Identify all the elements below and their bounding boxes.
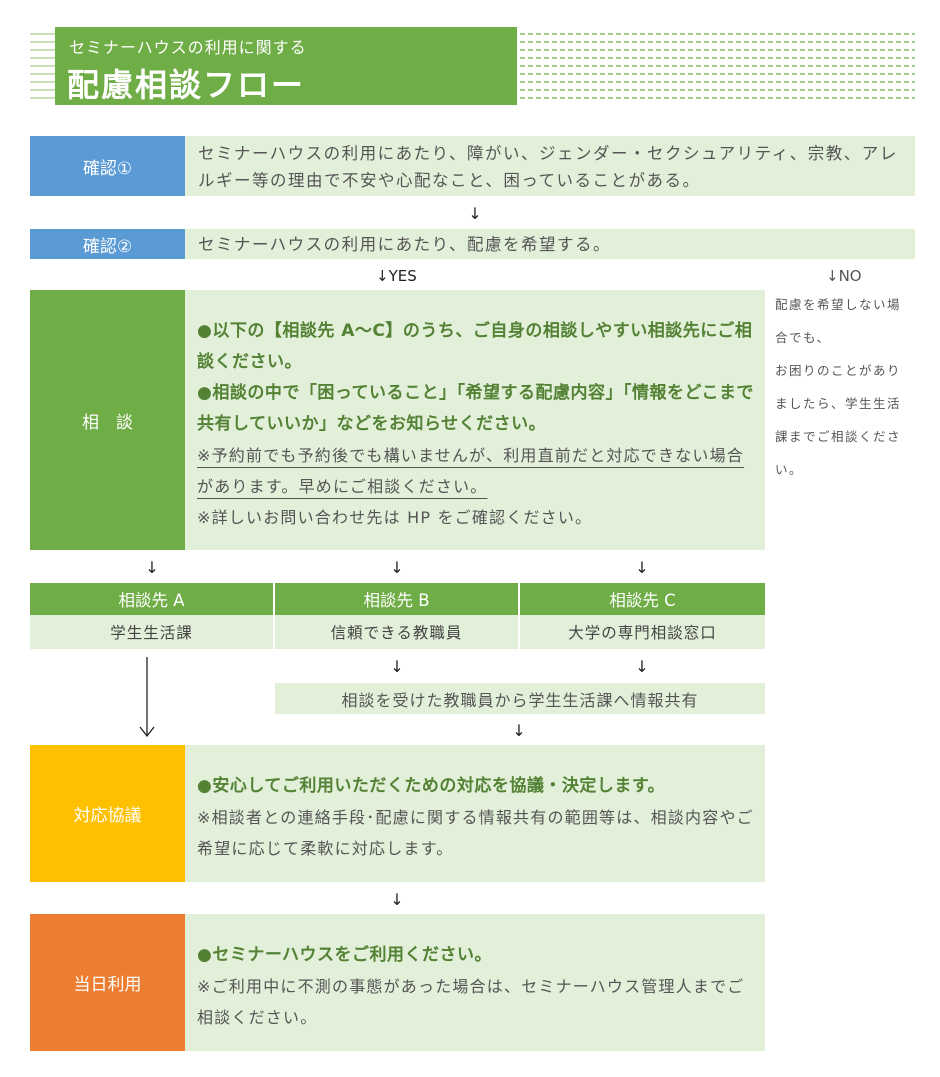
destination-b-place: 信頼できる教職員 (275, 615, 518, 649)
long-arrow-a (139, 657, 155, 737)
arrow-to-c: ↓ (635, 558, 649, 577)
arrow-discussion-dayof: ↓ (390, 890, 404, 909)
destination-a-place: 学生生活課 (30, 615, 273, 649)
arrow-b-share: ↓ (390, 657, 404, 676)
no-note-line: ましたら、学生生活 (775, 396, 902, 411)
no-arrow: ↓NO (826, 267, 862, 285)
no-note-line: 課までご相談くださ (775, 429, 902, 444)
header-banner: セミナーハウスの利用に関する 配慮相談フロー (55, 27, 517, 105)
no-note: 配慮を希望しない場 合でも、 お困りのことがあり ましたら、学生生活 課までご相… (775, 288, 920, 486)
no-note-line: お困りのことがあり (775, 363, 902, 378)
consult-note-1: ※予約前でも予約後でも構いませんが、利用直前だと対応できない場合があります。早め… (197, 446, 745, 496)
header-pattern-right (517, 27, 915, 105)
header-pattern-left (30, 27, 55, 105)
discussion-label: 対応協議 (30, 745, 185, 882)
consult-bullet-1: ●以下の【相談先 A～C】のうち、ご自身の相談しやすい相談先にご相談ください。 (197, 321, 753, 372)
step2-box: セミナーハウスの利用にあたり、配慮を希望する。 (185, 229, 915, 259)
discussion-box: ●安心してご利用いただくための対応を協議・決定します。 ※相談者との連絡手段･配… (185, 745, 765, 882)
destination-c-header: 相談先 C (520, 583, 765, 615)
dayof-note: ※ご利用中に不測の事態があった場合は、セミナーハウス管理人までご相談ください。 (197, 977, 745, 1027)
arrow-share-discussion: ↓ (512, 721, 526, 740)
dayof-box: ●セミナーハウスをご利用ください。 ※ご利用中に不測の事態があった場合は、セミナ… (185, 914, 765, 1051)
dayof-label: 当日利用 (30, 914, 185, 1051)
consult-bullet-2: ●相談の中で「困っていること」「希望する配慮内容」「情報をどこまで共有していいか… (197, 383, 754, 434)
discussion-note: ※相談者との連絡手段･配慮に関する情報共有の範囲等は、相談内容やご希望に応じて柔… (197, 808, 754, 858)
arrow-1: ↓ (468, 204, 482, 223)
step2-label: 確認② (30, 229, 185, 259)
step1-box: セミナーハウスの利用にあたり、障がい、ジェンダー・セクシュアリティ、宗教、アレル… (185, 136, 915, 196)
arrow-to-a: ↓ (145, 558, 159, 577)
no-note-line: 配慮を希望しない場 (775, 297, 902, 312)
destination-c-place: 大学の専門相談窓口 (520, 615, 765, 649)
info-share-box: 相談を受けた教職員から学生生活課へ情報共有 (275, 683, 765, 714)
consult-box: ●以下の【相談先 A～C】のうち、ご自身の相談しやすい相談先にご相談ください。 … (185, 290, 765, 550)
consult-label: 相 談 (30, 290, 185, 550)
step2-text: セミナーハウスの利用にあたり、配慮を希望する。 (198, 235, 612, 254)
dayof-bullet: ●セミナーハウスをご利用ください。 (197, 945, 492, 965)
arrow-c-share: ↓ (635, 657, 649, 676)
header-subtitle: セミナーハウスの利用に関する (69, 38, 307, 57)
consult-note-2: ※詳しいお問い合わせ先は HP をご確認ください。 (197, 508, 593, 527)
no-note-line: い。 (775, 462, 804, 477)
step1-label: 確認① (30, 136, 185, 196)
page-title: 配慮相談フロー (67, 66, 306, 104)
arrow-to-b: ↓ (390, 558, 404, 577)
discussion-bullet: ●安心してご利用いただくための対応を協議・決定します。 (197, 776, 666, 796)
no-note-line: 合でも、 (775, 330, 831, 345)
step1-text: セミナーハウスの利用にあたり、障がい、ジェンダー・セクシュアリティ、宗教、アレル… (198, 144, 898, 190)
destination-b-header: 相談先 B (275, 583, 518, 615)
yes-arrow: ↓YES (376, 267, 417, 285)
destination-a-header: 相談先 A (30, 583, 273, 615)
